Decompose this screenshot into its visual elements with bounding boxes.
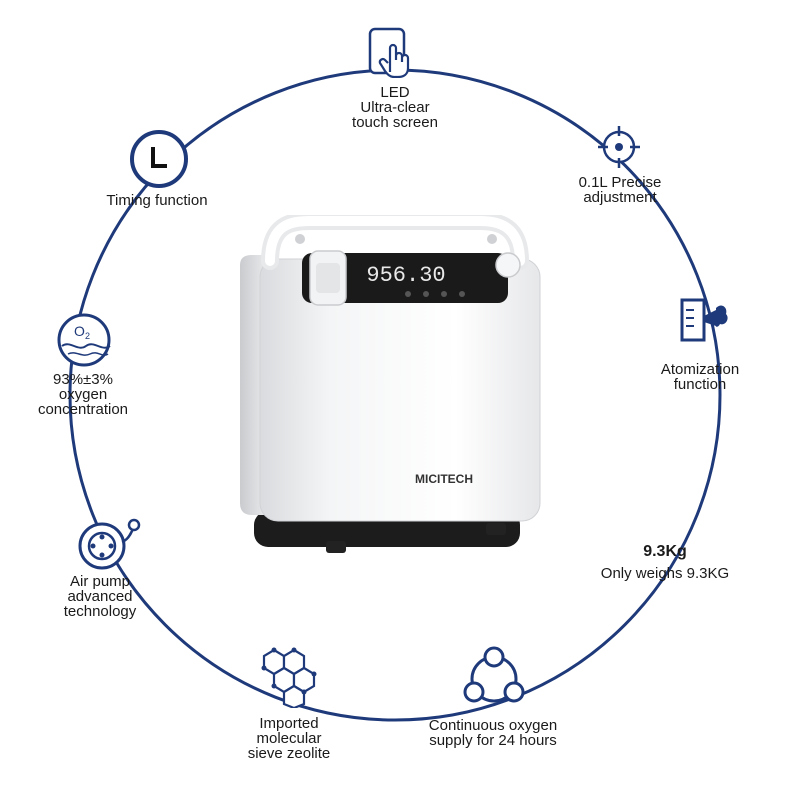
continuous-label-line1: Continuous oxygen xyxy=(428,717,558,734)
oxygen-feature-label: 93%±3% oxygen concentration xyxy=(20,372,146,417)
zeolite-label-line3: sieve zeolite xyxy=(247,745,331,762)
device-display: 956.30 xyxy=(366,263,445,288)
device-brand: MICITECH xyxy=(415,472,473,486)
touch-screen-icon xyxy=(368,27,410,78)
o2-icon: O 2 xyxy=(57,313,111,367)
atomization-label-line2: function xyxy=(673,376,727,393)
clock-icon xyxy=(130,130,188,188)
cycle-icon xyxy=(463,646,525,703)
oxygen-concentrator-image: 956.30 MICITECH xyxy=(240,215,541,553)
zeolite-feature-label: Imported molecular sieve zeolite xyxy=(222,716,356,761)
weight-title: 9.3Kg xyxy=(643,543,687,560)
weight-subtitle: Only weighs 9.3KG xyxy=(600,565,730,582)
led-label-line3: touch screen xyxy=(352,114,438,131)
airpump-label-line2: advanced xyxy=(67,588,133,605)
svg-text:2: 2 xyxy=(85,331,90,341)
airpump-label-line3: technology xyxy=(63,603,137,620)
target-icon xyxy=(598,126,640,168)
precise-label-line2: adjustment xyxy=(583,189,657,206)
svg-text:O: O xyxy=(74,323,85,339)
continuous-label-line2: supply for 24 hours xyxy=(429,732,557,749)
led-feature-label: LED Ultra-clear touch screen xyxy=(330,85,460,130)
oxygen-label-line2: oxygen xyxy=(58,386,108,403)
zeolite-label-line2: molecular xyxy=(256,730,322,747)
led-label-line2: Ultra-clear xyxy=(360,99,430,116)
airpump-label-line1: Air pump xyxy=(69,573,131,590)
led-label-line1: LED xyxy=(380,84,410,101)
airpump-feature-label: Air pump advanced technology xyxy=(40,574,160,619)
oxygen-label-line3: concentration xyxy=(37,401,129,418)
atomization-label-line1: Atomization xyxy=(660,361,740,378)
atomization-feature-label: Atomization function xyxy=(640,362,760,392)
atomizer-icon xyxy=(680,298,728,342)
air-pump-icon xyxy=(78,518,141,570)
precise-feature-label: 0.1L Precise adjustment xyxy=(560,175,680,205)
oxygen-label-line1: 93%±3% xyxy=(53,371,113,388)
zeolite-label-line1: Imported xyxy=(259,715,319,732)
continuous-feature-label: Continuous oxygen supply for 24 hours xyxy=(412,718,574,748)
molecule-icon xyxy=(261,647,317,708)
timing-label-line1: Timing function xyxy=(106,192,208,209)
precise-label-line1: 0.1L Precise xyxy=(578,174,662,191)
timing-feature-label: Timing function xyxy=(82,193,232,208)
